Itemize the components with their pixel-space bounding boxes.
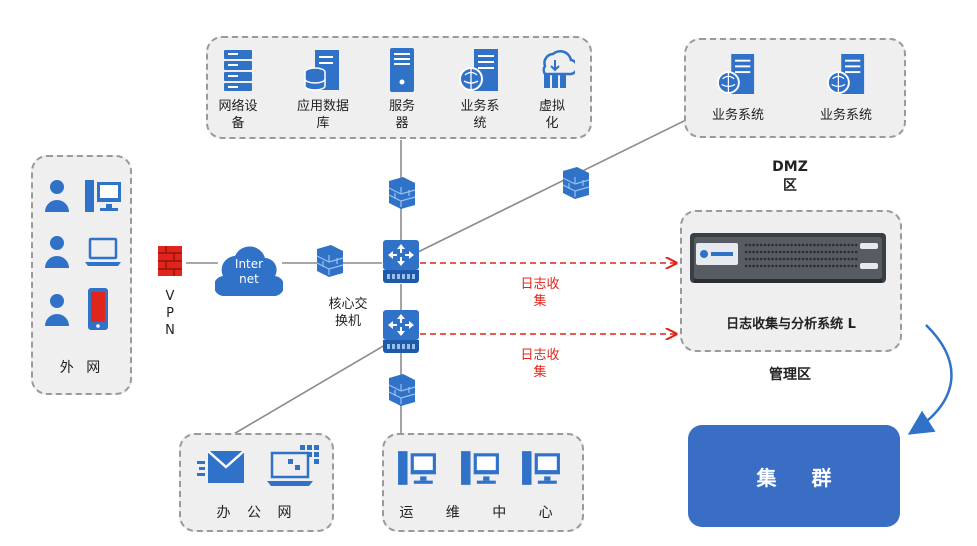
network-device-icon	[224, 50, 252, 91]
virtualization-icon	[542, 50, 575, 88]
business-system-icon	[459, 49, 498, 91]
log-appliance-server-icon	[690, 233, 886, 283]
server-icon	[390, 48, 414, 92]
ops-desktop-icon-3	[522, 451, 560, 485]
ops-desktop-icon-2	[461, 451, 499, 485]
dmz-business-system-icon-1	[716, 54, 755, 94]
office-laptop-icon	[267, 445, 319, 486]
label-dmz-business-2: 业务系统	[819, 108, 872, 123]
firewall-icon-top	[388, 177, 416, 209]
core-switch-icon-1	[383, 240, 419, 283]
label-server: 服务 器	[388, 99, 415, 131]
internet-cloud-icon	[215, 246, 283, 297]
label-virtualization: 虚拟 化	[538, 99, 565, 131]
label-app-database: 应用数据 库	[296, 99, 349, 131]
firewall-icon-ops	[388, 374, 416, 406]
vpn-firewall-icon	[158, 246, 182, 276]
user-icon-1	[45, 180, 69, 212]
label-vpn: V P N	[165, 289, 175, 338]
firewall-icon-internet	[316, 245, 344, 277]
zone-dmz	[684, 38, 906, 138]
cluster-arrow	[907, 324, 953, 435]
laptop-icon	[85, 237, 121, 266]
app-database-icon	[304, 50, 339, 91]
firewall-icon-dmz	[562, 167, 590, 199]
ops-desktop-icon-1	[398, 451, 436, 485]
user-icon-2	[45, 236, 69, 268]
label-network-device: 网络设 备	[218, 99, 258, 131]
link-switch2-office	[231, 344, 386, 436]
label-office-network: 办 公 网	[216, 505, 298, 521]
cluster-box: 集 群	[688, 425, 900, 527]
label-core-switch: 核心交 换机	[328, 297, 368, 329]
label-log-collect-2: 日志收 集	[520, 348, 560, 380]
label-dmz-business-1: 业务系统	[711, 108, 764, 123]
label-external-network: 外 网	[59, 360, 105, 376]
link-switch-dmz	[417, 119, 687, 253]
label-log-collect-1: 日志收 集	[520, 277, 560, 309]
label-dmz-zone: DMZ 区	[772, 159, 808, 194]
mobile-phone-icon	[88, 288, 108, 330]
label-ops-center: 运 维 中 心	[399, 505, 567, 521]
label-log-system: 日志收集与分析系统 L	[726, 317, 856, 332]
user-icon-3	[45, 294, 69, 326]
email-icon	[197, 450, 245, 483]
label-business-system-top: 业务系 统	[460, 99, 500, 131]
core-switch-icon-2	[383, 310, 419, 353]
dmz-business-system-icon-2	[826, 54, 865, 94]
desktop-pc-icon	[85, 180, 121, 212]
label-internet: Inter net	[234, 257, 264, 286]
label-management-zone: 管理区	[769, 367, 811, 383]
